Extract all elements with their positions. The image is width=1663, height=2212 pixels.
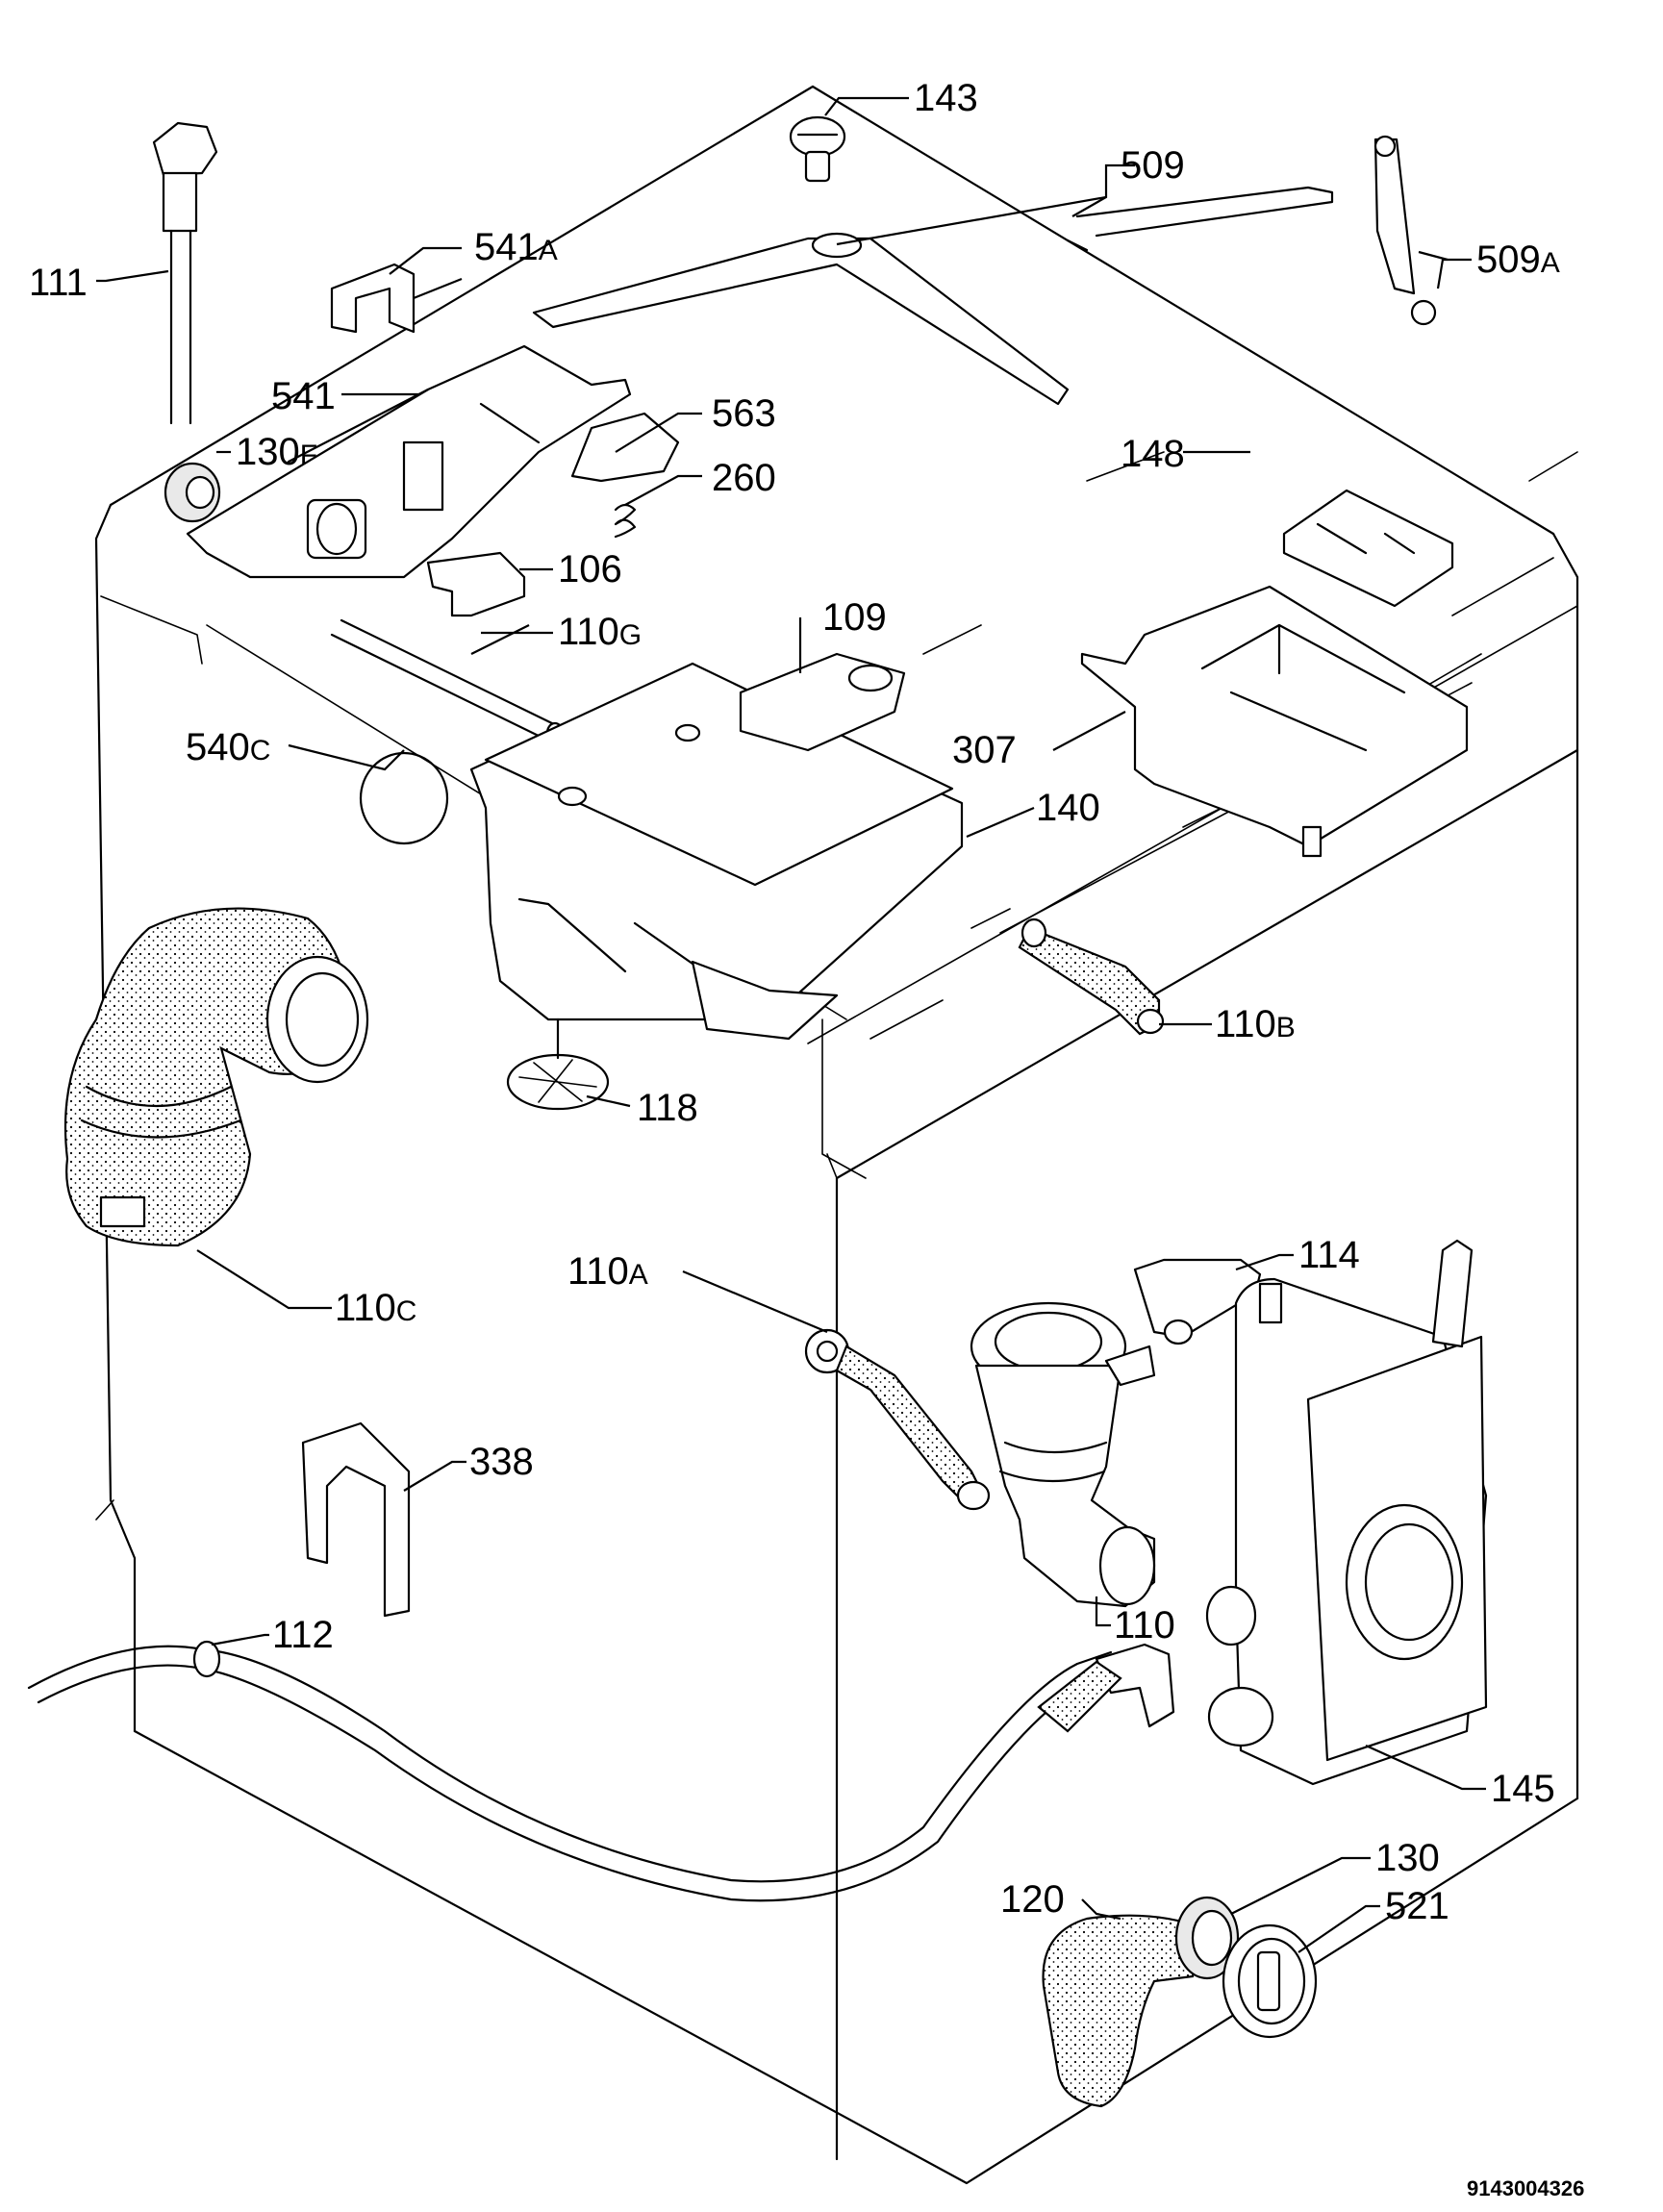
part-541a-clip — [330, 263, 416, 334]
part-143-knob — [789, 115, 846, 183]
label-563: 563 — [712, 392, 776, 435]
part-260-spring — [614, 503, 637, 539]
label-118: 118 — [637, 1087, 698, 1129]
label-114: 114 — [1298, 1234, 1360, 1276]
label-143: 143 — [914, 77, 978, 119]
label-109: 109 — [822, 596, 887, 639]
part-110a-hose — [804, 1328, 991, 1511]
label-112: 112 — [272, 1614, 334, 1656]
label-145: 145 — [1491, 1768, 1555, 1810]
label-130: 130 — [1375, 1837, 1440, 1879]
label-509a: 509A — [1476, 239, 1560, 281]
label-110b: 110B — [1215, 1003, 1296, 1045]
part-110c-bellows — [63, 907, 369, 1247]
part-110-sump-hose — [970, 1301, 1156, 1608]
part-338-clip — [301, 1421, 411, 1618]
label-110c: 110C — [335, 1287, 416, 1329]
part-118-filter — [506, 1018, 610, 1111]
label-130f: 130F — [236, 431, 317, 473]
callout-labels: 143 509 541A 509A 111 541 563 130F 260 1… — [29, 77, 1584, 2200]
label-338: 338 — [469, 1441, 534, 1483]
part-148-drawer-cap — [1282, 489, 1454, 608]
part-145-pump-housing — [1205, 1239, 1488, 1786]
label-307: 307 — [952, 729, 1017, 771]
part-130-seal — [1174, 1896, 1240, 1980]
part-307-drawer — [1080, 585, 1469, 858]
part-130f-seal — [164, 462, 221, 523]
label-110: 110 — [1114, 1604, 1175, 1646]
part-112-drain-hose — [27, 1640, 1175, 1902]
part-509-lever — [532, 186, 1334, 406]
label-260: 260 — [712, 457, 776, 499]
label-148: 148 — [1121, 433, 1185, 475]
part-140-dispenser-housing — [469, 662, 964, 1041]
part-540c-ring — [359, 751, 449, 845]
label-110a: 110A — [567, 1250, 648, 1293]
part-509a-lever — [1373, 135, 1437, 326]
label-106: 106 — [558, 548, 622, 591]
part-111-inlet-hose — [152, 121, 218, 425]
label-521: 521 — [1385, 1885, 1449, 1927]
part-541-valve-body — [186, 344, 632, 579]
part-521-filter-cap — [1222, 1923, 1318, 2039]
part-109-valve-top — [739, 652, 906, 752]
part-114-sensor — [1133, 1258, 1262, 1345]
part-106-bracket — [426, 551, 526, 617]
label-541: 541 — [271, 375, 336, 417]
label-111: 111 — [29, 262, 88, 304]
part-120-hose-elbow — [1042, 1914, 1204, 2108]
label-540c: 540C — [186, 726, 270, 768]
label-110g: 110G — [558, 611, 642, 653]
label-140: 140 — [1036, 787, 1100, 829]
diagram-code: 9143004326 — [1467, 2176, 1584, 2200]
label-120: 120 — [1000, 1878, 1065, 1921]
label-509: 509 — [1121, 144, 1185, 187]
leader-lines — [96, 96, 1486, 1953]
label-541a: 541A — [474, 226, 558, 268]
part-110b-hose — [1018, 917, 1165, 1036]
